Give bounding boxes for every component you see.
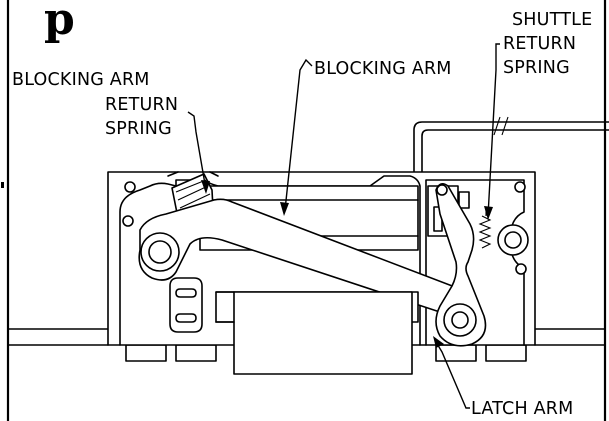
leader-shuttle-return-spring xyxy=(484,43,500,220)
bottom-mount xyxy=(215,291,419,375)
label-blocking-arm-return-spring: BLOCKING ARM RETURN SPRING xyxy=(12,70,178,139)
cable xyxy=(413,116,609,173)
leader-blocking-arm xyxy=(280,58,313,216)
label-blocking-arm: BLOCKING ARM xyxy=(314,59,452,79)
label-line-1: BLOCKING ARM xyxy=(12,70,150,90)
slotted-fastener xyxy=(169,277,203,333)
latch-arm xyxy=(435,182,487,347)
leader-latch-arm xyxy=(433,336,470,409)
label-line-2: RETURN xyxy=(105,95,178,115)
label-shuttle-return-spring: SHUTTLE RETURN SPRING xyxy=(503,10,592,78)
label-latch-arm: LATCH ARM xyxy=(471,399,573,419)
leader-blocking-arm-return-spring xyxy=(187,111,210,194)
label-line-1: SHUTTLE xyxy=(512,10,592,30)
label-line-2: RETURN xyxy=(503,34,576,54)
heading-fragment: p xyxy=(44,0,75,45)
frame-left-tick xyxy=(1,182,4,188)
label-line-3: SPRING xyxy=(503,58,570,78)
label-line-3: SPRING xyxy=(105,119,172,139)
